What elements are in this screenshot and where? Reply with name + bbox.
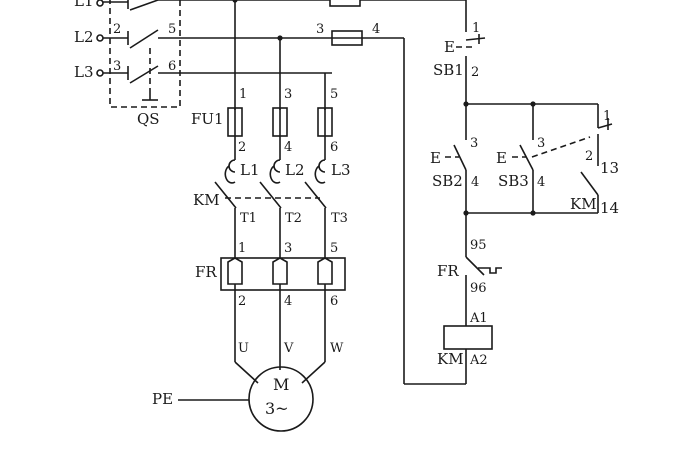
qs-dashed-enclosure: [109, 0, 181, 108]
km-contact-l3: L3: [331, 161, 351, 179]
fr-pin-3: 3: [284, 241, 292, 256]
fu1-pin-3: 3: [284, 87, 292, 102]
fr-main-label: FR: [195, 263, 217, 281]
fu1-main-fuses: FU1 1 3 5 2 4 6: [191, 87, 338, 160]
qs-pin-3: 3: [113, 59, 121, 74]
sb2-actuator: E: [430, 149, 441, 167]
fr-pin-6: 6: [330, 294, 338, 309]
control-circuit: 1 E SB1 2 3 E SB2 4 3 E SB3 4 1 2: [430, 0, 619, 384]
sb3-actuator: E: [496, 149, 507, 167]
km-main-label: KM: [193, 191, 220, 209]
pe-label: PE: [152, 390, 173, 408]
sb2-pin-4: 4: [471, 175, 479, 190]
sb1-pin-1: 1: [472, 21, 480, 36]
fu1-pin-2: 2: [238, 140, 246, 155]
fu2-pin-3: 3: [316, 22, 324, 37]
sb1-contact: [465, 37, 486, 41]
fu2-pin-4: 4: [372, 22, 380, 37]
fu1-pin-1: 1: [239, 87, 247, 102]
sb3-label: SB3: [498, 172, 529, 190]
km-coil: [443, 325, 493, 350]
label-l1: L1: [74, 0, 94, 10]
sb3-pin-3: 3: [537, 136, 545, 151]
fu1-pin-5: 5: [330, 87, 338, 102]
label-l3: L3: [74, 63, 94, 81]
sb3-contact: [519, 144, 534, 171]
coil-pin-a2: A2: [469, 353, 488, 368]
main-busses: [158, 0, 466, 74]
fr-pin-1: 1: [238, 241, 246, 256]
qs-blade-1: [129, 0, 159, 11]
terminal-l1: [96, 0, 104, 7]
sb3-nc-contact: [597, 123, 613, 129]
fu2-control-fuse: 3 4: [316, 0, 466, 385]
qs-blade-3: [129, 65, 159, 84]
qs-blade-2: [129, 29, 159, 49]
qs-pin-6: 6: [168, 59, 176, 74]
fr-nc-contact: [465, 256, 485, 276]
supply-lines: L1 L2 L3: [74, 0, 128, 81]
fu1-pin-4: 4: [284, 140, 292, 155]
motor-label-m: M: [273, 375, 289, 394]
km-blade-2: [259, 181, 282, 209]
sb1-actuator: E: [444, 38, 455, 56]
phase-u: U: [238, 341, 249, 356]
sb1-pin-2: 2: [471, 65, 479, 80]
km-output-t3: T3: [331, 211, 348, 226]
sb3-nc-pin-2: 2: [585, 149, 593, 164]
qs-isolating-switch: 2 3 5 6 QS: [109, 0, 181, 128]
km-output-t1: T1: [240, 211, 257, 226]
label-l2: L2: [74, 28, 94, 46]
motor: U V W M 3~ PE: [152, 305, 344, 432]
fr-pin-5: 5: [330, 241, 338, 256]
km-blade-3: [304, 181, 327, 209]
km-aux-label: KM: [570, 195, 597, 213]
fu1-pin-6: 6: [330, 140, 338, 155]
qs-pin-5: 5: [168, 22, 176, 37]
terminal-l2: [96, 34, 104, 42]
fr-nc-label: FR: [437, 262, 459, 280]
terminal-l3: [96, 69, 104, 77]
km-output-t2: T2: [285, 211, 302, 226]
sb2-pin-3: 3: [470, 136, 478, 151]
phase-v: V: [283, 341, 294, 356]
km-main-contacts: L1 L2 L3 KM T1 T2 T3: [193, 159, 351, 240]
sb3-nc-pin-1: 1: [603, 109, 611, 124]
motor-label-3phase: 3~: [265, 399, 289, 418]
km-contact-l1: L1: [240, 161, 260, 179]
km-aux-pin-13: 13: [600, 159, 619, 177]
sb1-label: SB1: [433, 61, 464, 79]
power-vertical-lines: [234, 0, 326, 110]
km-contact-l2: L2: [285, 161, 305, 179]
fr-thermal-relay: 1 3 5 FR 2 4 6: [195, 240, 346, 309]
fr-enclosure: [220, 257, 346, 291]
coil-label: KM: [437, 350, 464, 368]
fr-pin-4: 4: [284, 294, 292, 309]
sb2-contact: [453, 144, 467, 171]
fu2-fuse-top: [329, 0, 361, 7]
qs-label: QS: [137, 110, 160, 128]
sb3-pin-4: 4: [537, 175, 545, 190]
km-aux-contact: [580, 171, 599, 196]
km-aux-pin-14: 14: [600, 199, 619, 217]
fu1-label: FU1: [191, 110, 224, 128]
km-blade-1: [214, 181, 237, 209]
motor-symbol: [248, 366, 314, 432]
fr-nc-pin-96: 96: [470, 281, 487, 296]
fr-pin-2: 2: [238, 294, 246, 309]
coil-pin-a1: A1: [469, 311, 488, 326]
phase-w: W: [330, 341, 344, 356]
qs-pin-2: 2: [113, 22, 121, 37]
fr-nc-pin-95: 95: [470, 238, 487, 253]
sb2-label: SB2: [432, 172, 463, 190]
